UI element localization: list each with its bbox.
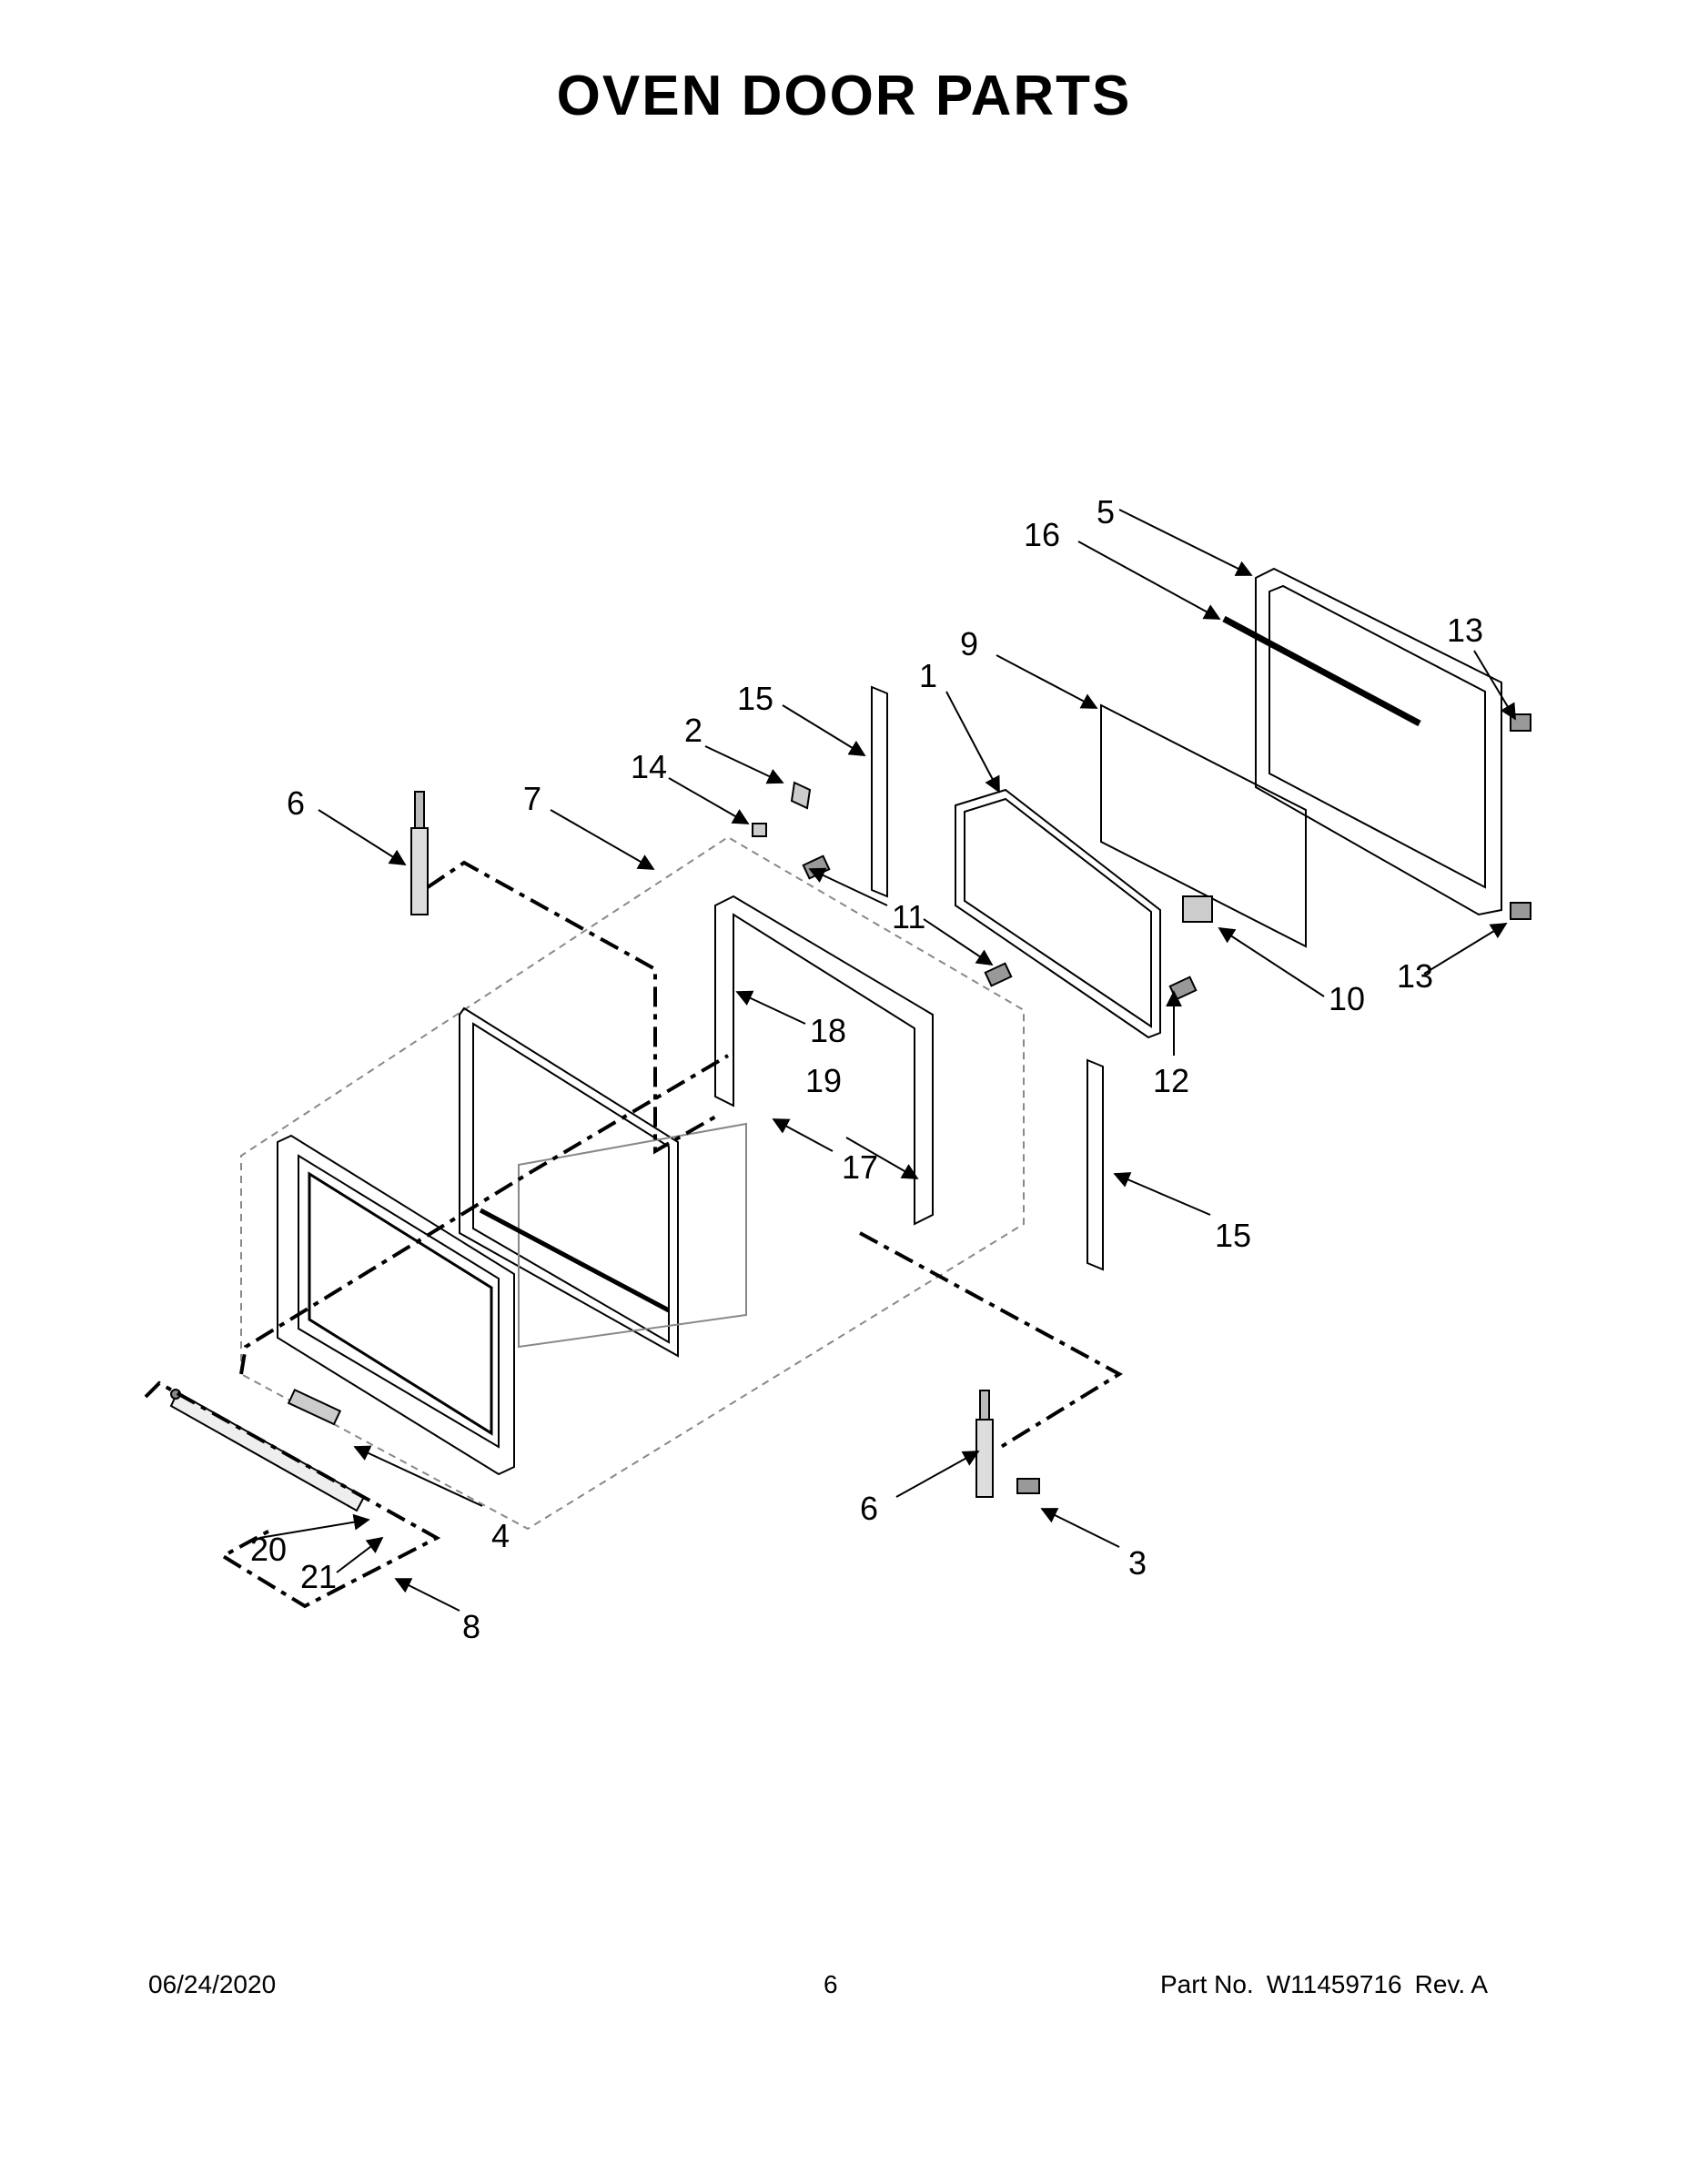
callout-2: 2 [684, 712, 702, 749]
assembly-outline [240, 835, 1025, 1531]
callout-18: 18 [810, 1012, 846, 1049]
revision-label: Rev. A [1414, 1970, 1489, 1998]
callout-7: 7 [523, 780, 541, 817]
footer-date: 06/24/2020 [148, 1970, 277, 1998]
callout-1: 1 [919, 657, 937, 694]
side-channel-parts [714, 895, 934, 1226]
part-number-value: W11459716 [1266, 1970, 1402, 1998]
callout-9: 9 [960, 625, 978, 662]
page-title: OVEN DOOR PARTS [556, 65, 1132, 127]
callout-12: 12 [1153, 1062, 1189, 1099]
callout-6-bottom: 6 [860, 1490, 878, 1527]
callout-17: 17 [842, 1148, 878, 1186]
bracket-part [1182, 895, 1213, 923]
callout-16: 16 [1024, 516, 1060, 553]
leader-arrows [258, 509, 1516, 1612]
callout-8: 8 [462, 1608, 480, 1645]
lower-hinge-part [975, 1390, 994, 1498]
glass-panel-part [1100, 703, 1307, 948]
callout-5: 5 [1097, 493, 1115, 531]
upper-hinge-part [410, 791, 429, 915]
callout-10: 10 [1329, 980, 1365, 1017]
middle-frame-part [459, 1006, 747, 1358]
callout-20: 20 [250, 1531, 287, 1568]
small-clip-parts [752, 781, 812, 837]
footer-page-number: 6 [824, 1970, 838, 1998]
callout-21: 21 [300, 1558, 337, 1595]
lower-side-strip-part [1087, 1058, 1104, 1271]
callout-19: 19 [805, 1062, 842, 1099]
upper-side-strip-part [871, 685, 888, 898]
callout-labels: 5 16 13 9 1 15 2 14 6 7 11 10 13 12 18 1… [250, 493, 1483, 1645]
callout-4: 4 [491, 1517, 510, 1554]
callout-15-bottom: 15 [1215, 1217, 1251, 1254]
callout-13-top: 13 [1447, 612, 1483, 649]
callout-13-bottom: 13 [1397, 957, 1433, 995]
callout-14: 14 [631, 748, 667, 785]
callout-15-top: 15 [737, 680, 773, 717]
callout-6-top: 6 [287, 784, 305, 822]
part-number-label: Part No. [1160, 1970, 1254, 1998]
inner-door-frame-part [955, 788, 1161, 1039]
outer-back-frame-part [1222, 567, 1502, 916]
outer-front-door-part [277, 1134, 515, 1476]
footer-part-number: Part No. W11459716 Rev. A [1160, 1970, 1501, 1999]
callout-11: 11 [892, 898, 925, 935]
callout-3: 3 [1128, 1544, 1147, 1582]
assembly-lines [144, 860, 1123, 1609]
